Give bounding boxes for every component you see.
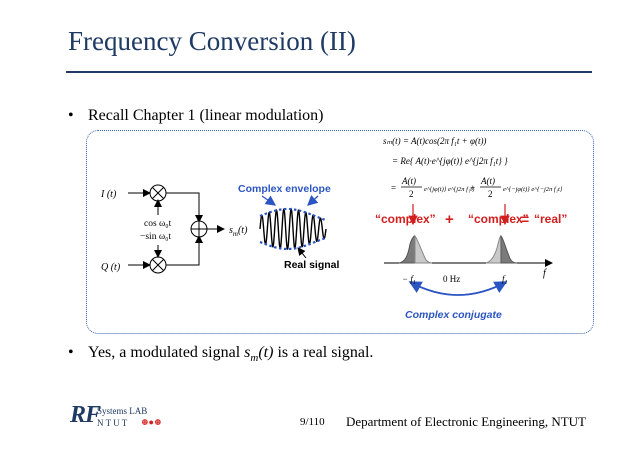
iq-modulator-diagram	[128, 184, 225, 274]
footer-department: Department of Electronic Engineering, NT…	[345, 414, 586, 429]
real-signal-label: Real signal	[284, 259, 340, 271]
input-q-label: Q (t)	[101, 262, 121, 273]
eq3-left-numerator: A(t)	[401, 176, 416, 186]
signal-symbol: s	[244, 344, 251, 361]
bullet-conclusion-prefix: Yes, a modulated signal	[88, 344, 245, 361]
rf-systems-lab-logo: RF Systems LAB N T U T ⊕●⊕	[70, 402, 162, 428]
eq3-right-exponential: e^{−jφ(t)} e^{−j2π f₁t}	[503, 186, 563, 193]
bullet-conclusion-suffix: is a real signal.	[273, 344, 374, 361]
bullet-dot: •	[68, 344, 74, 361]
title-divider	[66, 71, 592, 73]
bullet-recall-text: Recall Chapter 1 (linear modulation)	[88, 107, 324, 124]
mixer-i-icon	[149, 184, 167, 202]
svg-text:+: +	[470, 183, 475, 193]
bullet-conclusion: • Yes, a modulated signal sm(t) is a real…	[68, 344, 373, 364]
eq3-left-denominator: 2	[409, 189, 414, 199]
equation-1: sₘ(t) = A(t)cos(2π f₁t + φ(t))	[383, 136, 486, 146]
equals-sign: =	[521, 211, 529, 227]
output-label: sm(t)	[229, 225, 248, 238]
plus-sign: +	[445, 211, 454, 228]
neg-f1-label: − f1	[402, 274, 416, 286]
mixer-q-icon	[149, 256, 167, 274]
illustration-panel	[86, 130, 594, 334]
zero-hz-label: 0 Hz	[443, 274, 460, 284]
lo-sin-label: −sin ω₀t	[140, 232, 171, 242]
complex-left-label: “complex”	[375, 212, 436, 226]
eq3-right-denominator: 2	[488, 189, 493, 199]
summer-icon	[190, 220, 208, 238]
eq3-right-numerator: A(t)	[480, 176, 495, 186]
eq3-left-exponential: e^{jφ(t)} e^{j2π f₁t}	[424, 186, 475, 193]
equation-3: = A(t) 2 e^{jφ(t)} e^{j2π f₁t} + A(t) 2 …	[391, 176, 563, 199]
frequency-axis-label: f	[543, 268, 547, 279]
slide-title: Frequency Conversion (II)	[68, 26, 356, 56]
input-i-label: I (t)	[100, 189, 117, 200]
lo-cos-label: cos ω₀t	[144, 219, 172, 229]
svg-text:=: =	[391, 183, 396, 193]
ntut-emblem-icon: ⊕●⊕	[141, 417, 162, 427]
complex-conjugate-label: Complex conjugate	[405, 309, 502, 321]
spectrum-plot	[384, 204, 553, 296]
pos-f1-label: f1	[502, 274, 508, 286]
equation-2: = Re{ A(t)·e^{jφ(t)} e^{j2π f₁t} }	[392, 156, 508, 166]
real-label: “real”	[534, 212, 567, 226]
signal-argument: (t)	[258, 344, 274, 361]
page-number: 9/110	[300, 416, 325, 428]
complex-envelope-label: Complex envelope	[238, 183, 331, 195]
modulated-waveform	[259, 195, 327, 259]
complex-right-label: “complex”	[468, 212, 529, 226]
signal-subscript: m	[250, 352, 259, 365]
bullet-dot: •	[68, 107, 74, 124]
bullet-recall: • Recall Chapter 1 (linear modulation)	[68, 107, 323, 125]
